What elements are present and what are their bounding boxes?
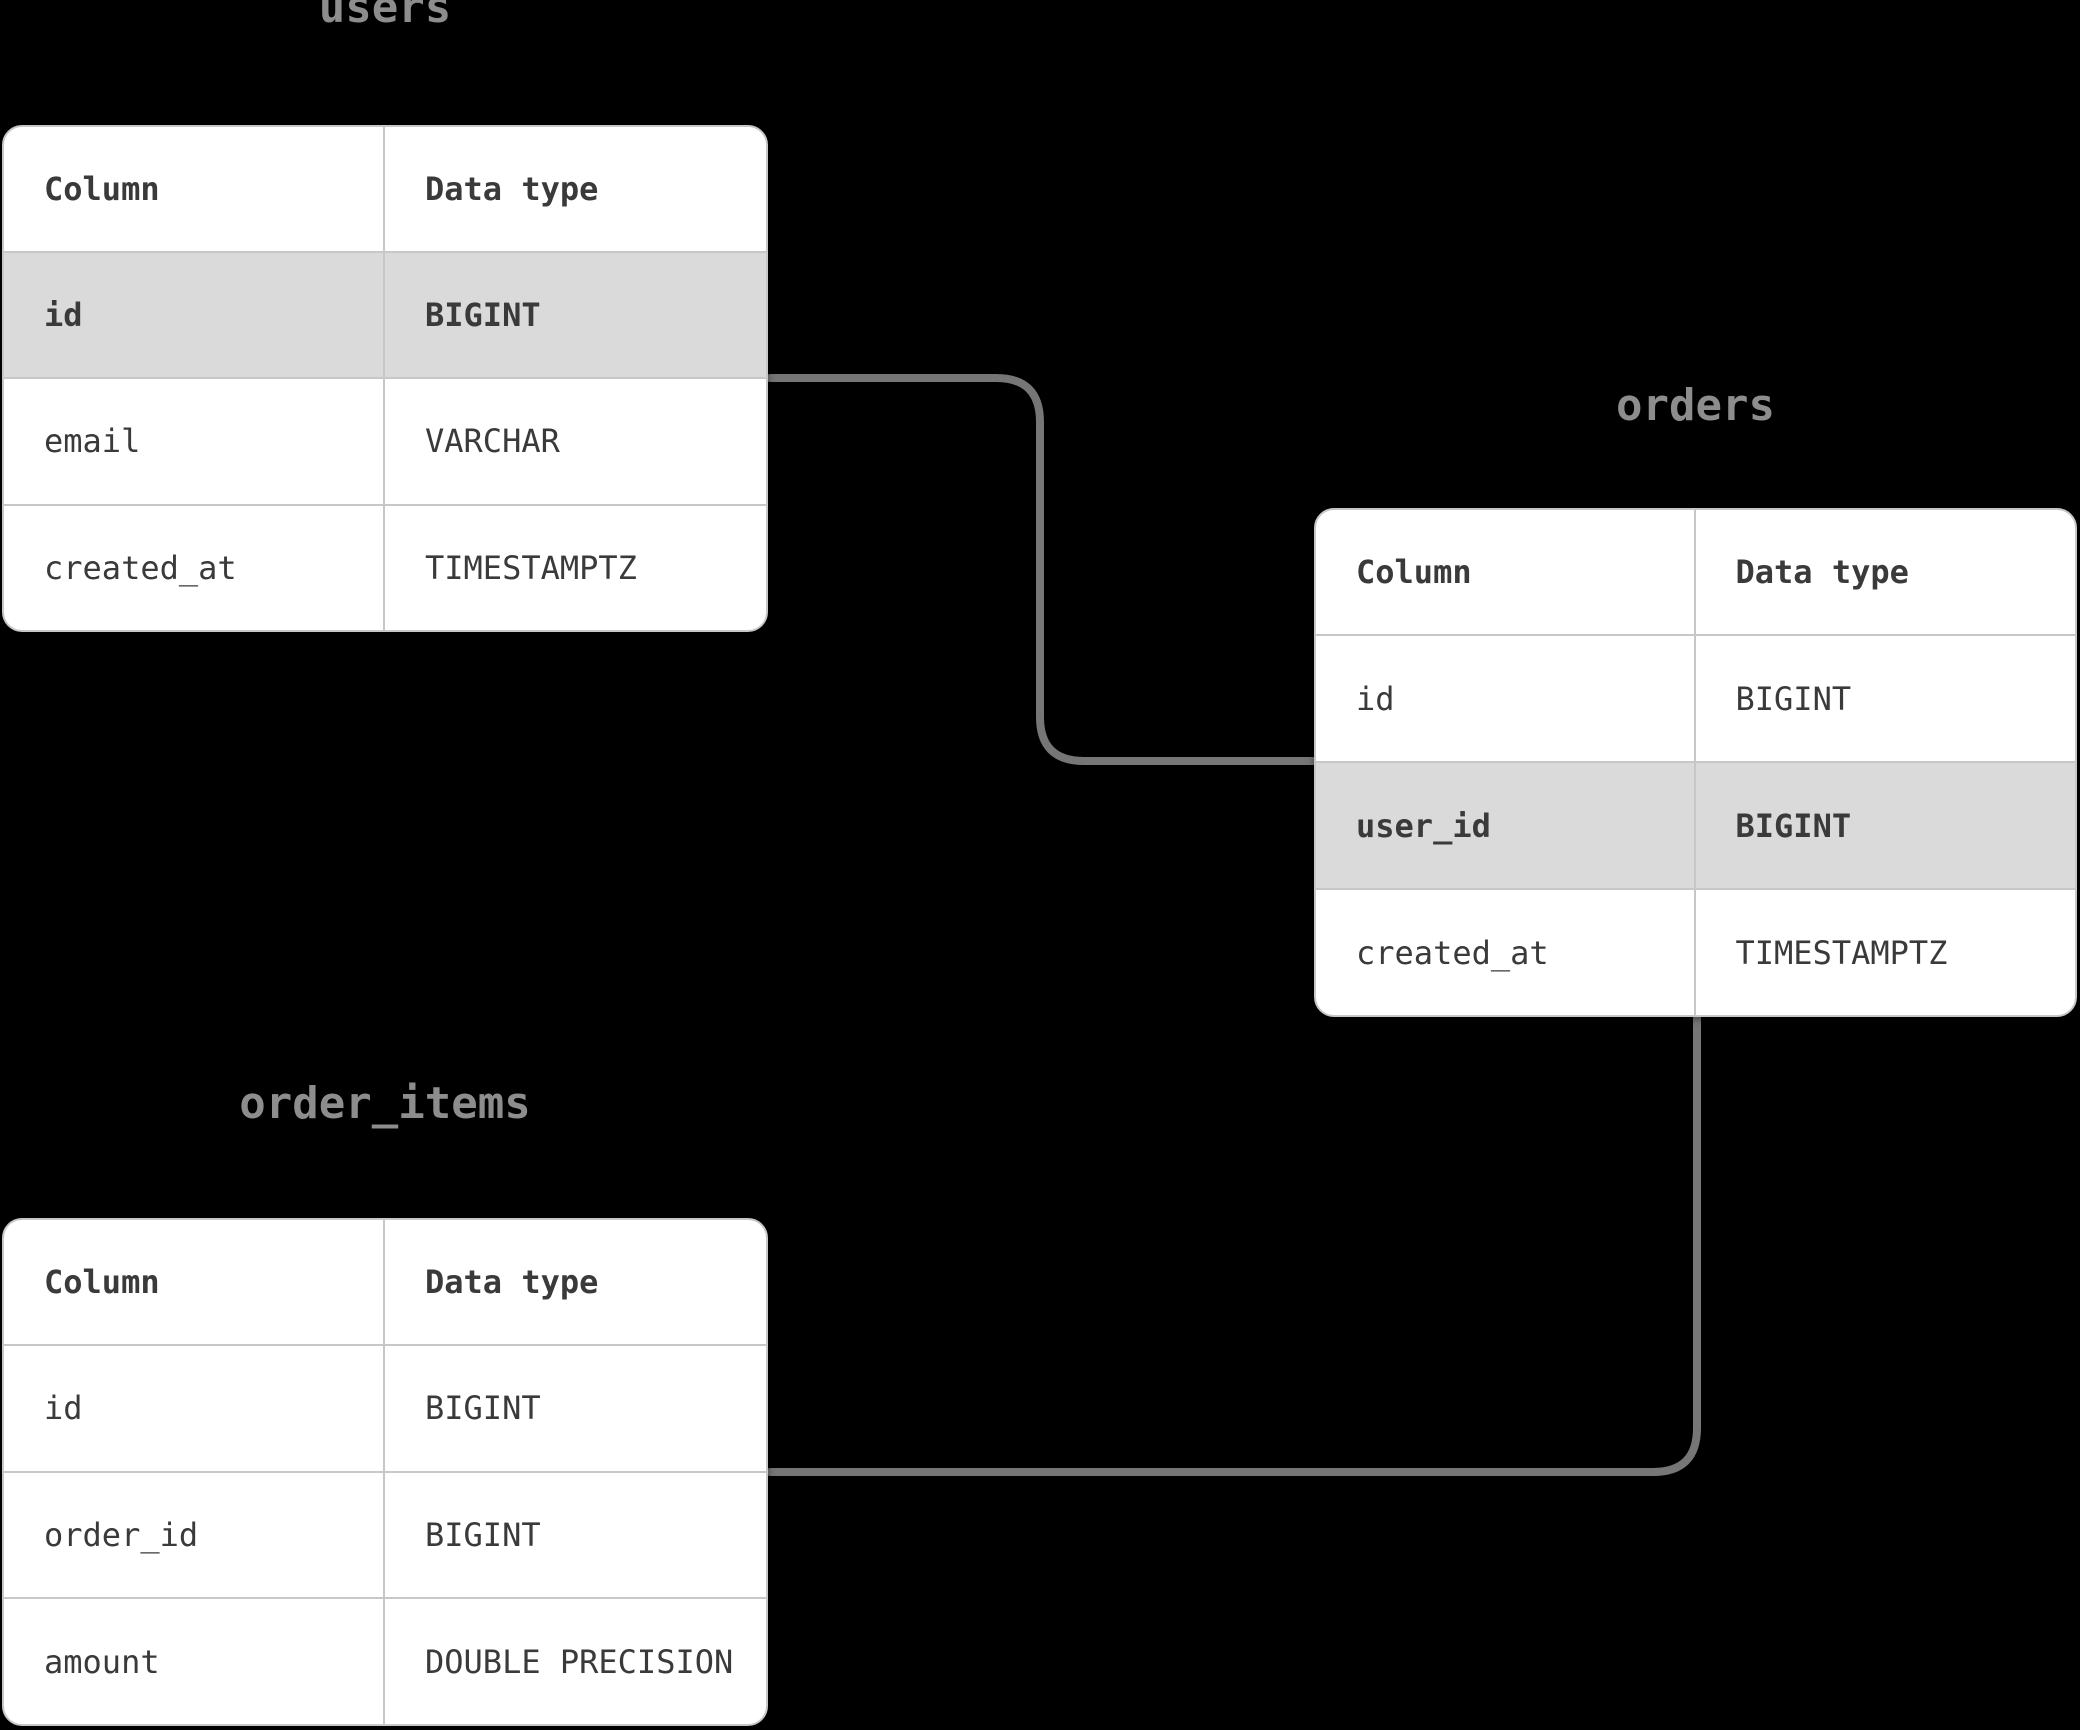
cell-column-name: order_id (4, 1472, 385, 1598)
table-users: Column Data type id BIGINT email VARCHAR… (2, 125, 768, 632)
cell-data-type: BIGINT (1735, 806, 1852, 845)
header-cell-column: Column (1316, 510, 1696, 634)
table-row-users-email: email VARCHAR (4, 377, 766, 504)
cell-data-type: BIGINT (425, 296, 541, 335)
table-row-orders-created-at: created_at TIMESTAMPTZ (1316, 888, 2075, 1015)
table-row-order-items-order-id: order_id BIGINT (4, 1470, 766, 1598)
cell-column-name: email (4, 379, 385, 504)
cell-data-type: VARCHAR (425, 422, 560, 461)
table-title-order-items: order_items (239, 1078, 531, 1129)
cell-data-type: BIGINT (425, 1515, 541, 1554)
table-row-orders-id: id BIGINT (1316, 634, 2075, 761)
table-order-items: Column Data type id BIGINT order_id BIGI… (2, 1218, 768, 1726)
table-row-order-items-id: id BIGINT (4, 1344, 766, 1471)
header-cell-column: Column (4, 1220, 385, 1344)
cell-data-type: BIGINT (1735, 679, 1852, 718)
cell-column-name: amount (4, 1599, 385, 1724)
cell-column-name: id (1316, 636, 1696, 761)
cell-column-name: created_at (4, 505, 385, 630)
cell-data-type: BIGINT (425, 1389, 541, 1428)
table-row-users-id: id BIGINT (4, 251, 766, 378)
connector-users-id-to-orders-user-id (766, 374, 1317, 765)
table-title-orders: orders (1616, 380, 1775, 431)
header-cell-datatype: Data type (425, 1263, 599, 1301)
cell-column-name: created_at (1316, 890, 1696, 1015)
header-cell-datatype: Data type (1735, 553, 1909, 591)
table-row-orders-user-id: user_id BIGINT (1316, 761, 2075, 888)
table-title-users: users (318, 0, 452, 33)
header-cell-datatype: Data type (425, 170, 599, 208)
cell-data-type: DOUBLE PRECISION (425, 1642, 734, 1681)
cell-column-name: id (4, 253, 385, 378)
cell-data-type: TIMESTAMPTZ (1735, 933, 1948, 972)
table-row-order-items-amount: amount DOUBLE PRECISION (4, 1597, 766, 1724)
cell-data-type: TIMESTAMPTZ (425, 548, 637, 587)
table-orders: Column Data type id BIGINT user_id BIGIN… (1314, 508, 2077, 1017)
cell-column-name: user_id (1316, 763, 1696, 888)
table-users-header-row: Column Data type (4, 127, 766, 251)
header-cell-column: Column (4, 127, 385, 251)
table-orders-header-row: Column Data type (1316, 510, 2075, 634)
table-order-items-header-row: Column Data type (4, 1220, 766, 1344)
cell-column-name: id (4, 1346, 385, 1471)
connector-orders-to-order-items-order-id (766, 1014, 1701, 1476)
table-row-users-created-at: created_at TIMESTAMPTZ (4, 503, 766, 630)
